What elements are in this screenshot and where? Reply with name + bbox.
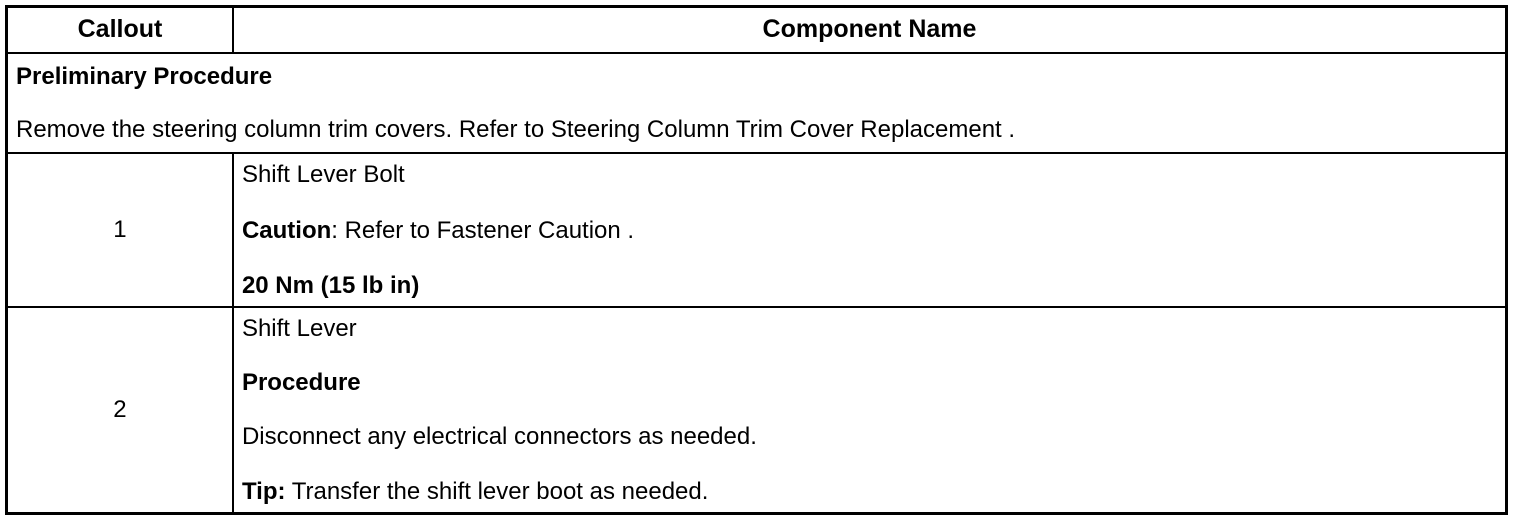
procedure-heading: Procedure <box>241 369 361 397</box>
preliminary-procedure-title: Preliminary Procedure <box>16 63 273 90</box>
table-body: Preliminary Procedure Remove the steerin… <box>5 51 1508 515</box>
component-title: Shift Lever <box>241 314 357 342</box>
torque-spec: 20 Nm (15 lb in) <box>241 271 420 299</box>
component-title: Shift Lever Bolt <box>241 161 405 189</box>
procedure-step: Disconnect any electrical connectors as … <box>241 423 757 451</box>
preliminary-procedure-row: Preliminary Procedure Remove the steerin… <box>5 51 1508 155</box>
tip-note: Tip: Transfer the shift lever boot as ne… <box>241 477 1505 505</box>
caution-note: Caution: Refer to Fastener Caution . <box>241 216 1505 244</box>
column-header-component-name: Component Name <box>231 5 1508 54</box>
header-row: Callout Component Name <box>5 5 1508 54</box>
component-description-cell: Shift Lever Procedure Disconnect any ele… <box>231 305 1508 515</box>
caution-label: Caution <box>241 216 332 244</box>
caution-text: : Refer to Fastener Caution . <box>331 216 635 244</box>
component-description-cell: Shift Lever Bolt Caution: Refer to Faste… <box>231 152 1508 308</box>
table-header: Callout Component Name <box>5 5 1508 54</box>
column-header-callout: Callout <box>5 5 234 54</box>
table-row: 1 Shift Lever Bolt Caution: Refer to Fas… <box>5 152 1508 308</box>
callout-number: 2 <box>5 305 234 515</box>
preliminary-procedure-text: Remove the steering column trim covers. … <box>16 116 1016 144</box>
tip-text: Transfer the shift lever boot as needed. <box>285 477 709 505</box>
tip-label: Tip: <box>241 477 286 505</box>
preliminary-procedure-cell: Preliminary Procedure Remove the steerin… <box>5 51 1508 155</box>
component-table: Callout Component Name Preliminary Proce… <box>5 5 1508 515</box>
callout-number: 1 <box>5 152 234 308</box>
table-row: 2 Shift Lever Procedure Disconnect any e… <box>5 305 1508 515</box>
